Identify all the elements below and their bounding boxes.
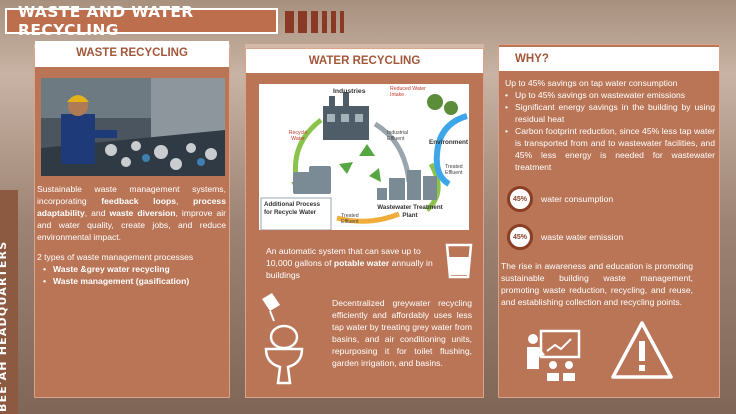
title-stripes bbox=[285, 11, 344, 33]
list-item: Significant energy savings in the buildi… bbox=[501, 101, 715, 125]
label-additional-process: Additional Process for Recycle Water bbox=[264, 201, 321, 216]
title-bar: WASTE AND WATER RECYCLING bbox=[5, 3, 278, 39]
page-title: WASTE AND WATER RECYCLING bbox=[18, 3, 194, 39]
list-item: Carbon footprint reduction, since 45% le… bbox=[501, 125, 715, 173]
why-bullet-list: Up to 45% savings on wastewater emission… bbox=[501, 89, 715, 173]
why-closing: The rise in awareness and education is p… bbox=[501, 261, 693, 307]
greywater-text: Decentralized greywater recycling effici… bbox=[332, 298, 472, 368]
water-glass-icon bbox=[445, 243, 473, 279]
side-strip bbox=[0, 190, 18, 414]
waste-heading: WASTE RECYCLING bbox=[35, 41, 229, 67]
diagram-art bbox=[260, 92, 468, 230]
label-treated-effluent-bottom: Treated Effluent bbox=[341, 213, 359, 225]
list-item: Up to 45% savings on wastewater emission… bbox=[501, 89, 715, 101]
automatic-system-text: An automatic system that can save up to … bbox=[266, 246, 433, 280]
percent-badge: 45% bbox=[507, 224, 533, 250]
water-cycle-diagram: Industries Reduced Water Intake Recycle … bbox=[259, 84, 469, 230]
metric-label: water consumption bbox=[541, 194, 614, 204]
percent-badge: 45% bbox=[507, 186, 533, 212]
label-industrial-effluent: Industrial Effluent bbox=[387, 130, 409, 142]
why-panel: WHY? Up to 45% savings on tap water cons… bbox=[498, 44, 720, 398]
side-label: BEE'AH HEADQUARTERS bbox=[0, 240, 9, 412]
warning-icon bbox=[611, 321, 673, 379]
list-item: Waste &grey water recycling bbox=[39, 263, 189, 275]
label-industries: Industries bbox=[333, 88, 366, 95]
label-treated-effluent-right: Treated Effluent bbox=[445, 164, 463, 176]
why-heading: WHY? bbox=[499, 47, 719, 71]
why-intro: Up to 45% savings on tap water consumpti… bbox=[505, 78, 678, 88]
recycling-plant-photo bbox=[41, 78, 225, 176]
waste-types-intro: 2 types of waste management processes bbox=[37, 252, 194, 262]
header-underline bbox=[245, 44, 484, 50]
toilet-icon bbox=[262, 293, 304, 385]
metric-label: waste water emission bbox=[541, 232, 624, 242]
water-heading: WATER RECYCLING bbox=[246, 49, 483, 73]
metric-water-consumption: 45% water consumption bbox=[507, 186, 613, 212]
waste-recycling-panel: WASTE RECYCLING Sustainable waste manage… bbox=[34, 41, 230, 398]
water-recycling-panel: WATER RECYCLING Industries Reduced Water… bbox=[245, 48, 484, 398]
list-item: Waste management (gasification) bbox=[39, 275, 189, 287]
waste-description: Sustainable waste management systems, in… bbox=[37, 184, 226, 242]
label-environment: Environment bbox=[429, 139, 469, 146]
teacher-board-icon bbox=[527, 329, 581, 381]
waste-types-list: Waste &grey water recycling Waste manage… bbox=[39, 263, 189, 287]
label-treatment-plant: Wastewater Treatment Plant bbox=[377, 204, 443, 219]
label-reduced-intake: Reduced Water Intake bbox=[390, 86, 426, 98]
metric-waste-water-emission: 45% waste water emission bbox=[507, 224, 623, 250]
label-recycle-water: Recycle Water bbox=[288, 130, 308, 142]
